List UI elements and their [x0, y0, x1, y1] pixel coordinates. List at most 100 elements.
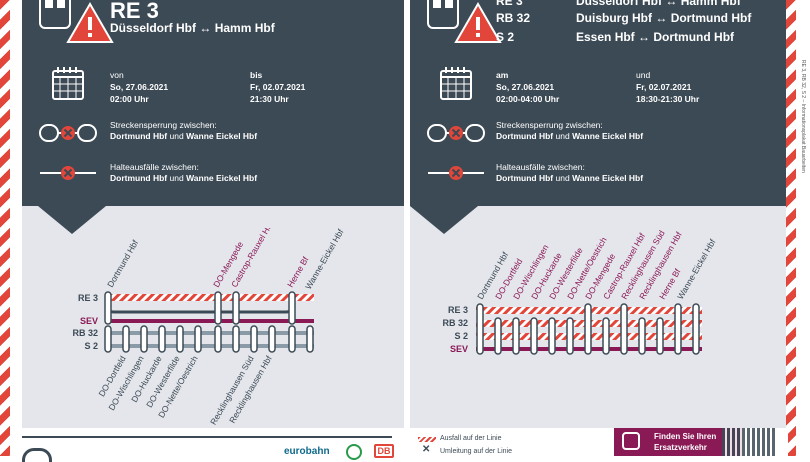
left-stop-marker: [232, 325, 240, 353]
left-s2-line: [106, 344, 314, 348]
left-bottom-labels: DO-Dortfeld DO-Wischlingen DO-Huckarde D…: [96, 353, 274, 426]
left-stop-marker: [306, 325, 314, 353]
left-network-diagram: RE 3 SEV RB 32 S 2 Dortmund Hbf DO-Menge…: [72, 228, 346, 427]
left-stop-marker: [214, 291, 222, 325]
left-stops-stations: Dortmund Hbf und Wanne Eickel Hbf: [110, 173, 258, 183]
left-card-pointer: [38, 206, 106, 234]
bus-cancel-icon: [622, 432, 640, 450]
left-closure-label: Streckensperrung zwischen:: [110, 120, 217, 130]
left-stop-marker: [232, 291, 240, 325]
left-station-label: Dortmund Hbf: [105, 238, 140, 289]
train-warning-icon: [39, 0, 114, 43]
green-logo-icon: [346, 444, 362, 460]
left-line-title: RE 3: [110, 0, 159, 23]
left-stop-marker: [250, 325, 258, 353]
right-station-label: Wanne-Eickel Hbf: [675, 237, 718, 301]
left-stop-marker: [288, 291, 296, 325]
right-card-pointer: [410, 206, 478, 234]
left-stop-markers: [104, 291, 314, 353]
footer-divider: [22, 436, 392, 438]
left-line-re3: RE 3: [78, 293, 98, 303]
right-stop-marker: [674, 303, 682, 355]
left-from-time: 02:00 Uhr: [110, 94, 149, 104]
left-stop-marker: [214, 325, 222, 353]
right-line-rb32: RB 32: [496, 11, 531, 25]
left-from-date: So, 27.06.2021: [110, 82, 169, 92]
track-closure-icon: [427, 124, 485, 142]
right-stop-marker: [494, 317, 502, 355]
left-line-s2: S 2: [84, 341, 98, 351]
right-closure-stations: Dortmund Hbf und Wanne Eickel Hbf: [496, 131, 644, 141]
right-panel: RE 3 RB 32 S 2 Düsseldorf Hbf ↔ Hamm Hbf…: [410, 0, 786, 428]
right-diag-sev: SEV: [450, 344, 468, 354]
right-stops-label: Halteausfälle zwischen:: [496, 162, 585, 172]
right-from-label: am: [496, 70, 509, 80]
left-sev-line: [106, 319, 314, 323]
left-stop-marker: [176, 325, 184, 353]
right-network-diagram: RE 3 RB 32 S 2 SEV Dortmund HbfDO-Dortfe…: [442, 228, 718, 355]
right-to-label: und: [636, 70, 651, 80]
right-stop-marker: [476, 303, 484, 355]
left-top-labels: Dortmund Hbf DO-Mengede Castrop-Rauxel H…: [105, 228, 346, 291]
right-stop-marker: [638, 317, 646, 355]
left-stop-marker: [288, 325, 296, 353]
right-to-time: 18:30-21:30 Uhr: [636, 94, 700, 104]
left-to-date: Fr, 02.07.2021: [250, 82, 306, 92]
right-border-stripe: [786, 0, 796, 456]
left-stops-label: Halteausfälle zwischen:: [110, 162, 199, 172]
stop-cancel-icon: [40, 166, 96, 180]
right-route-2: Duisburg Hbf ↔ Dortmund Hbf: [576, 11, 752, 25]
right-stop-marker: [620, 303, 628, 355]
find-replacement-box[interactable]: Finden Sie Ihren Ersatzverkehr: [614, 428, 742, 456]
finder-line2: Ersatzverkehr: [654, 443, 707, 452]
finder-line1: Finden Sie Ihren: [654, 432, 717, 441]
right-from-time: 02:00-04:00 Uhr: [496, 94, 560, 104]
qr-code[interactable]: [722, 428, 776, 456]
left-stop-marker: [104, 325, 112, 353]
calendar-icon: [52, 67, 84, 100]
eurobahn-logo: eurobahn: [284, 446, 330, 457]
left-stop-marker: [194, 325, 202, 353]
right-stop-marker: [584, 303, 592, 355]
track-closure-icon: [39, 124, 97, 142]
right-stop-marker: [656, 317, 664, 355]
db-regio-logo: [22, 448, 52, 462]
footer: eurobahn DB Ausfall auf der Linie ✕ Umle…: [22, 428, 788, 462]
right-station-labels: Dortmund HbfDO-DortfeldDO-WischlingenDO-…: [475, 228, 718, 301]
left-re3-cancel-band: [106, 294, 314, 301]
legend-detour-label: Umleitung auf der Linie: [440, 448, 512, 455]
right-info-card: RE 3 RB 32 S 2 Düsseldorf Hbf ↔ Hamm Hbf…: [410, 0, 786, 206]
right-diag-s2: S 2: [454, 331, 468, 341]
side-note: RE 3, RB 32, S 2 – Informationsplakat Ba…: [800, 60, 806, 173]
stop-cancel-icon: [428, 166, 484, 180]
legend-cancel-swatch: [418, 437, 436, 442]
train-warning-icon: [427, 0, 502, 43]
left-stop-marker: [104, 291, 112, 325]
legend-detour-icon: ✕: [422, 444, 431, 455]
right-route-3: Essen Hbf ↔ Dortmund Hbf: [576, 30, 735, 44]
right-line-s2: S 2: [496, 30, 515, 44]
left-route: Düsseldorf Hbf ↔ Hamm Hbf: [110, 21, 275, 35]
right-diag-rb32: RB 32: [442, 318, 468, 328]
right-route-1: Düsseldorf Hbf ↔ Hamm Hbf: [576, 0, 741, 8]
left-line-sev: SEV: [80, 316, 98, 326]
right-stop-marker: [602, 317, 610, 355]
right-stop-marker: [548, 317, 556, 355]
left-to-time: 21:30 Uhr: [250, 94, 289, 104]
left-border-stripe: [0, 0, 10, 456]
right-closure-label: Streckensperrung zwischen:: [496, 120, 603, 130]
left-stop-marker: [158, 325, 166, 353]
right-line-re3: RE 3: [496, 0, 523, 8]
left-info-card: RE 3 Düsseldorf Hbf ↔ Hamm Hbf von So, 2…: [22, 0, 404, 206]
right-stop-markers: [476, 303, 700, 355]
right-diag-re3: RE 3: [448, 305, 468, 315]
right-from-date: So, 27.06.2021: [496, 82, 555, 92]
left-to-label: bis: [250, 70, 263, 80]
left-from-label: von: [110, 70, 124, 80]
left-closure-stations: Dortmund Hbf und Wanne Eickel Hbf: [110, 131, 258, 141]
right-stops-stations: Dortmund Hbf und Wanne Eickel Hbf: [496, 173, 644, 183]
right-to-date: Fr, 02.07.2021: [636, 82, 692, 92]
left-stop-marker: [122, 325, 130, 353]
left-rb32-line: [106, 331, 314, 335]
right-stop-marker: [530, 317, 538, 355]
